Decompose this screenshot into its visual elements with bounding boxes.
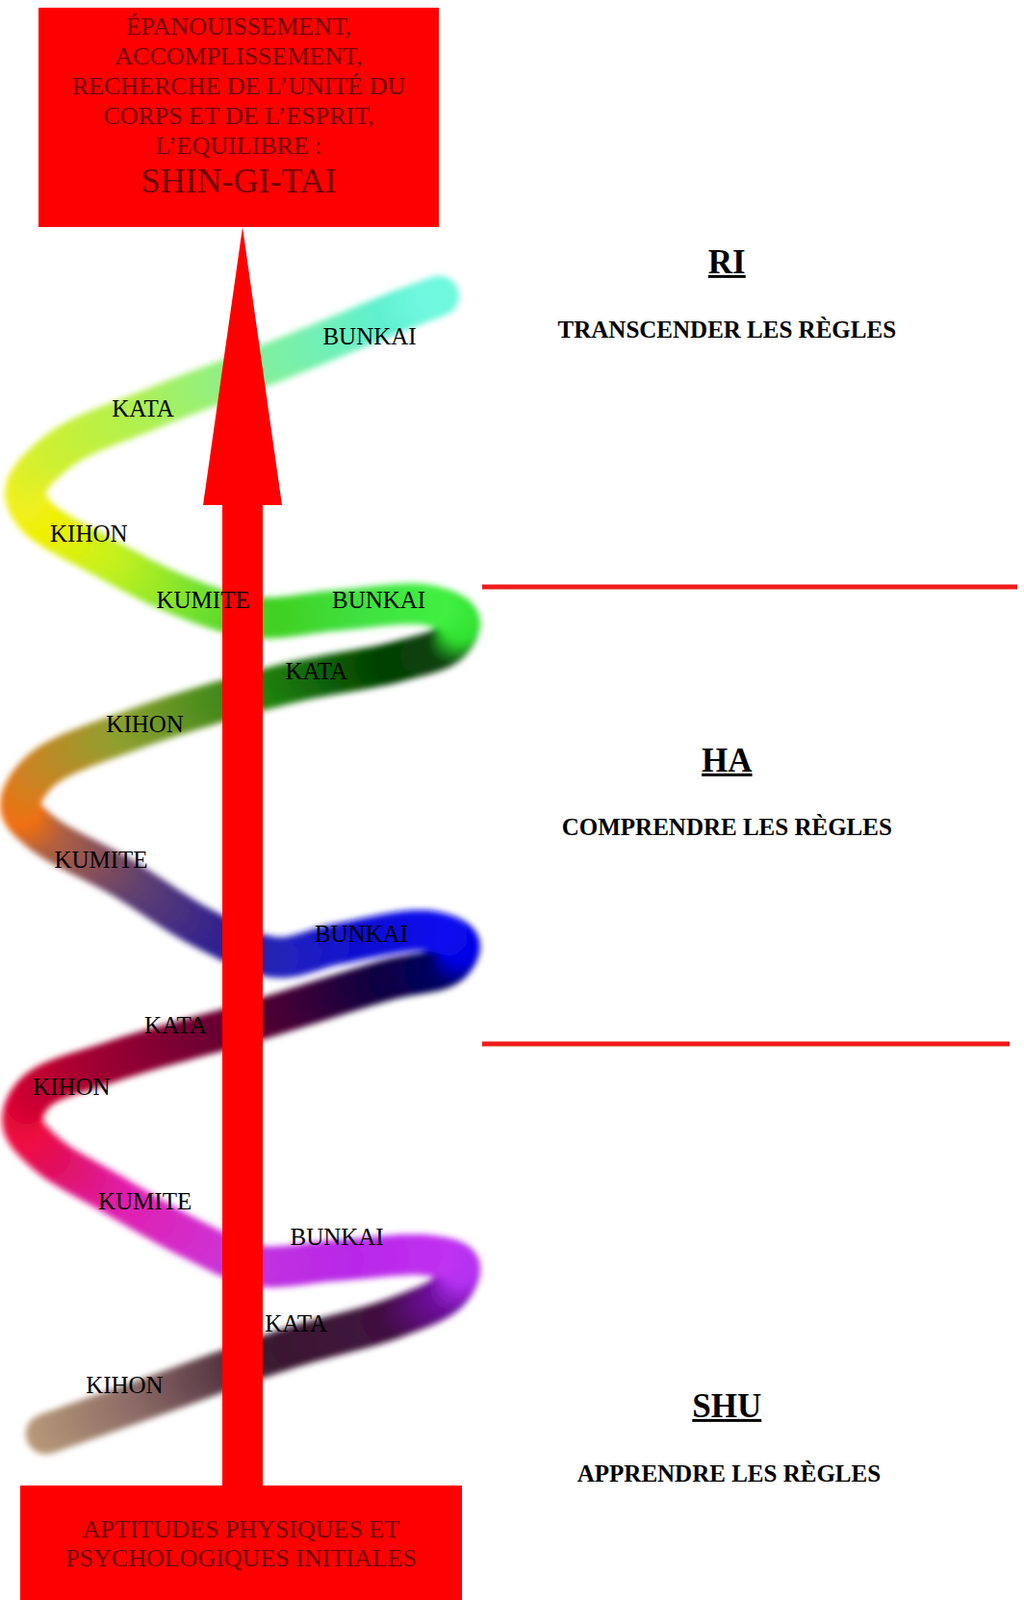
divider-line: [482, 585, 1018, 590]
practice-label: KIHON: [105, 711, 184, 740]
stage-description: APPRENDRE LES RÈGLES: [577, 1459, 881, 1488]
progress-arrow: [203, 227, 282, 1486]
practice-label: KATA: [111, 395, 175, 424]
start-box: APTITUDES PHYSIQUES ET PSYCHOLOGIQUES IN…: [20, 1485, 462, 1600]
practice-label: KUMITE: [155, 586, 250, 615]
practice-label: KATA: [285, 658, 349, 687]
practice-label: BUNKAI: [314, 920, 409, 948]
practice-label: BUNKAI: [332, 586, 426, 615]
stage-description: COMPRENDRE LES RÈGLES: [562, 814, 893, 843]
stage-description: TRANSCENDER LES RÈGLES: [558, 315, 897, 344]
practice-label: KUMITE: [98, 1187, 192, 1216]
practice-label: KATA: [144, 1012, 207, 1041]
practice-label: BUNKAI: [322, 323, 416, 352]
spiral-segment: [435, 296, 439, 298]
stage-name: HA: [701, 742, 753, 781]
practice-label: KATA: [264, 1310, 328, 1339]
divider-line: [482, 1042, 1010, 1048]
practice-label: KIHON: [32, 1073, 111, 1101]
goal-heading: SHIN-GI-TAI: [48, 160, 430, 202]
goal-text: ÉPANOUISSEMENT, ACCOMPLISSEMENT, RECHERC…: [48, 11, 430, 161]
practice-label: KIHON: [85, 1371, 164, 1400]
stage-name: SHU: [691, 1387, 762, 1427]
practice-label: KUMITE: [53, 846, 148, 875]
stage-name: RI: [708, 243, 746, 282]
goal-box: ÉPANOUISSEMENT, ACCOMPLISSEMENT, RECHERC…: [38, 7, 439, 228]
practice-label: BUNKAI: [289, 1223, 384, 1252]
start-text: APTITUDES PHYSIQUES ET PSYCHOLOGIQUES IN…: [34, 1515, 449, 1574]
practice-label: KIHON: [50, 519, 128, 548]
